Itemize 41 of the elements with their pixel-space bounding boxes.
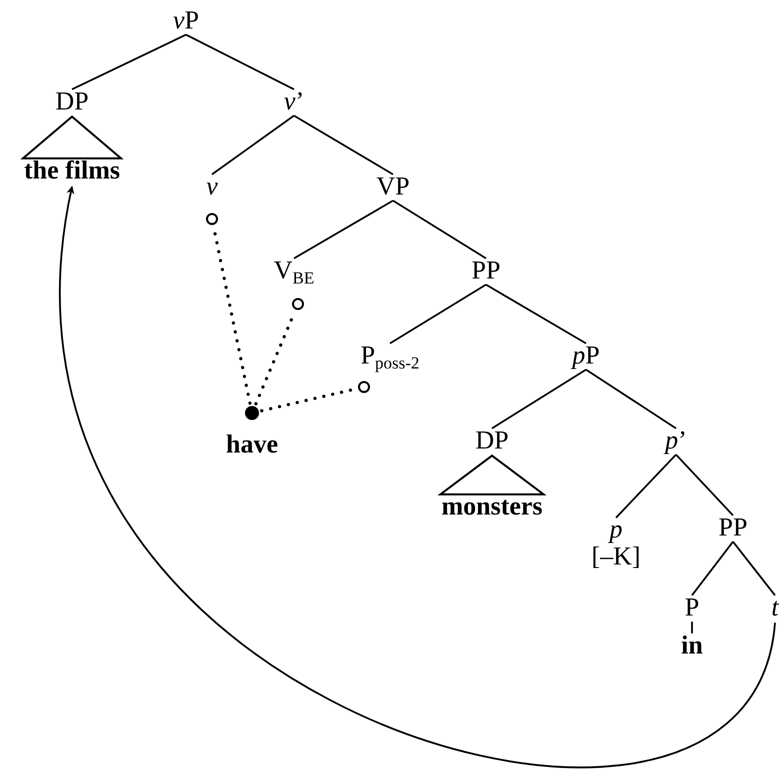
- tree-branch: [675, 454, 734, 516]
- category-label: v’: [284, 87, 304, 115]
- tree-branch: [72, 34, 186, 90]
- triangle-roof: [20, 115, 124, 160]
- tree-branch: [691, 622, 693, 634]
- category-label: VP: [376, 172, 410, 200]
- category-label: p’: [665, 426, 687, 454]
- tree-branch: [392, 200, 486, 260]
- category-label: t: [771, 593, 779, 621]
- filled-dot: [245, 406, 259, 420]
- tree-branch: [294, 114, 394, 176]
- tree-branch: [294, 200, 394, 260]
- feature-label: [–K]: [591, 543, 641, 570]
- tree-branch: [486, 284, 586, 344]
- tree-branch: [390, 284, 486, 344]
- tree-branch: [186, 34, 294, 90]
- open-circle: [292, 298, 304, 310]
- word-label: have: [226, 430, 278, 458]
- category-label: P: [684, 593, 700, 621]
- category-label: pP: [572, 341, 600, 369]
- movement-arrow: [59, 186, 776, 768]
- open-circle: [206, 213, 218, 225]
- word-label: the films: [24, 156, 120, 184]
- open-circle: [358, 381, 370, 393]
- category-label: v: [206, 172, 218, 200]
- word-label: monsters: [441, 492, 543, 520]
- tree-branch: [211, 114, 295, 176]
- category-label: vP: [173, 6, 199, 34]
- category-label: p: [607, 516, 624, 543]
- category-label: DP: [55, 87, 89, 115]
- tree-branch: [732, 541, 776, 596]
- tree-branch: [492, 368, 586, 430]
- category-label: PP: [472, 256, 500, 284]
- category-label: DP: [475, 426, 509, 454]
- tree-branch: [615, 454, 677, 518]
- category-label: PP: [718, 513, 748, 541]
- word-label: in: [681, 631, 703, 659]
- triangle-roof: [437, 454, 547, 496]
- category-label: V$_{BE}$: [274, 256, 314, 284]
- tree-branch: [691, 541, 734, 596]
- tree-branch: [586, 368, 676, 430]
